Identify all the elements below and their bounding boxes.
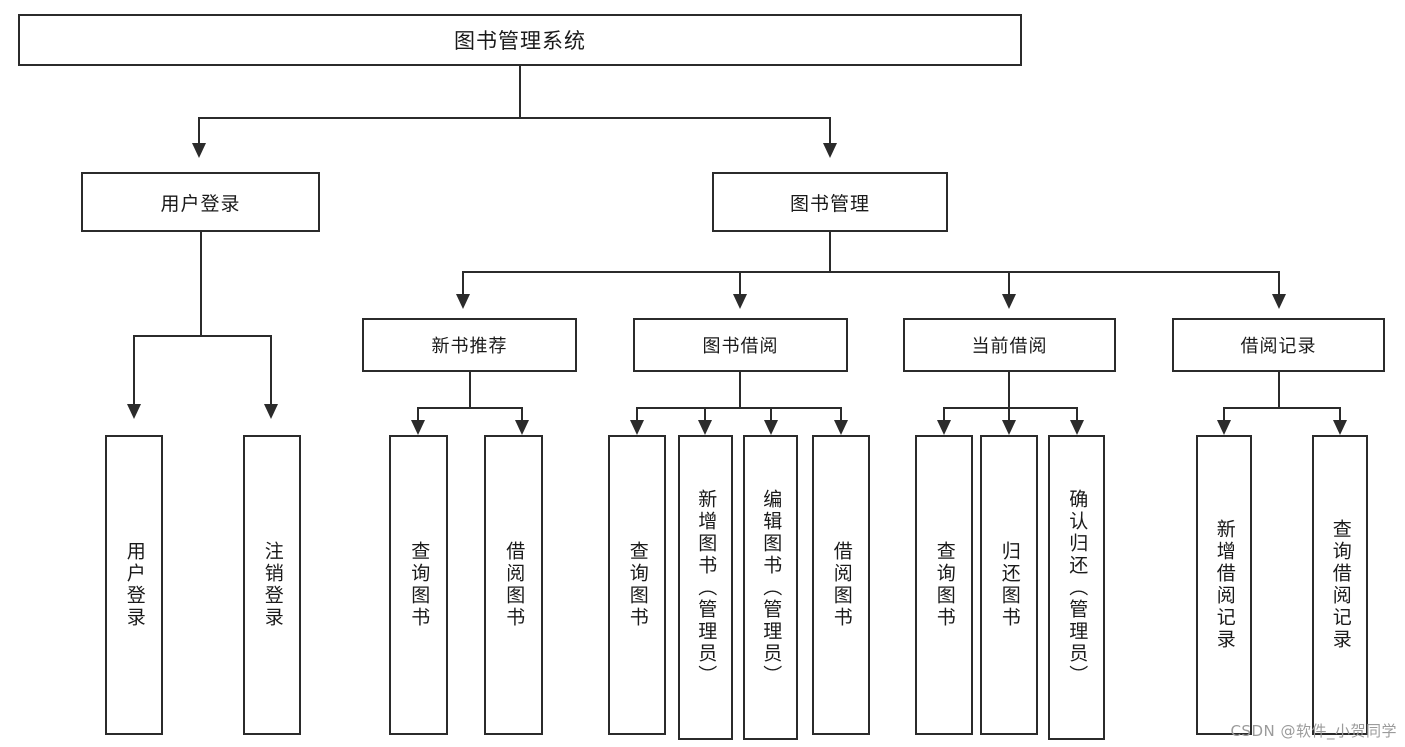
leaf-label: 查询图书 <box>933 541 956 629</box>
connector-br-to-leaf-2 <box>1339 407 1341 421</box>
arrowhead-nbr-leaf-2 <box>515 420 529 435</box>
leaf-label: 编辑图书（管理员） <box>760 488 783 687</box>
arrowhead-book-management <box>823 143 837 158</box>
leaf-label: 用户登录 <box>123 541 146 629</box>
arrowhead-cb-leaf-2 <box>1002 420 1016 435</box>
connector-cb-bus <box>943 407 1077 409</box>
connector-root-stem <box>519 66 521 118</box>
leaf-bb-edit-book-admin[interactable]: 编辑图书（管理员） <box>743 435 798 740</box>
arrowhead-cb-leaf-1 <box>937 420 951 435</box>
watermark-text: CSDN @软件_小贺同学 <box>1230 722 1397 740</box>
arrowhead-user-login <box>192 143 206 158</box>
leaf-bb-query-book[interactable]: 查询图书 <box>608 435 666 735</box>
connector-bm-to-borrow-record <box>1278 271 1280 295</box>
node-label: 图书管理系统 <box>454 29 586 53</box>
leaf-logout[interactable]: 注销登录 <box>243 435 301 735</box>
leaf-label: 查询借阅记录 <box>1329 519 1352 651</box>
arrowhead-bb-leaf-1 <box>630 420 644 435</box>
node-new-book-recommend[interactable]: 新书推荐 <box>362 318 577 372</box>
connector-root-bus <box>198 117 831 119</box>
leaf-bb-add-book-admin[interactable]: 新增图书（管理员） <box>678 435 733 740</box>
node-user-login[interactable]: 用户登录 <box>81 172 320 232</box>
connector-user-login-to-leaf-2 <box>270 335 272 405</box>
connector-bb-to-leaf-3 <box>770 407 772 421</box>
node-current-borrow[interactable]: 当前借阅 <box>903 318 1116 372</box>
leaf-bb-borrow-book[interactable]: 借阅图书 <box>812 435 870 735</box>
arrowhead-bb-leaf-2 <box>698 420 712 435</box>
node-label: 借阅记录 <box>1240 336 1317 357</box>
arrowhead-cb-leaf-3 <box>1070 420 1084 435</box>
leaf-label: 注销登录 <box>261 541 284 629</box>
connector-book-management-stem <box>829 232 831 272</box>
connector-nbr-stem <box>469 372 471 408</box>
node-label: 图书借阅 <box>702 336 779 357</box>
leaf-label: 归还图书 <box>998 541 1021 629</box>
connector-br-stem <box>1278 372 1280 408</box>
leaf-label: 借阅图书 <box>830 541 853 629</box>
connector-cb-stem <box>1008 372 1010 408</box>
connector-cb-to-leaf-2 <box>1008 407 1010 421</box>
node-root-book-management-system[interactable]: 图书管理系统 <box>18 14 1022 66</box>
leaf-nbr-borrow-book[interactable]: 借阅图书 <box>484 435 543 735</box>
arrowhead-nbr-leaf-1 <box>411 420 425 435</box>
connector-br-to-leaf-1 <box>1223 407 1225 421</box>
leaf-br-query-record[interactable]: 查询借阅记录 <box>1312 435 1368 735</box>
arrowhead-br-leaf-2 <box>1333 420 1347 435</box>
node-label: 当前借阅 <box>971 336 1048 357</box>
leaf-cb-confirm-return-admin[interactable]: 确认归还（管理员） <box>1048 435 1105 740</box>
connector-cb-to-leaf-1 <box>943 407 945 421</box>
arrowhead-bb-leaf-4 <box>834 420 848 435</box>
connector-bb-to-leaf-4 <box>840 407 842 421</box>
leaf-cb-return-book[interactable]: 归还图书 <box>980 435 1038 735</box>
node-book-borrow[interactable]: 图书借阅 <box>633 318 848 372</box>
connector-bb-bus <box>636 407 841 409</box>
leaf-cb-query-book[interactable]: 查询图书 <box>915 435 973 735</box>
connector-book-management-bus <box>462 271 1280 273</box>
arrowhead-br-leaf-1 <box>1217 420 1231 435</box>
node-label: 新书推荐 <box>431 336 508 357</box>
connector-bb-stem <box>739 372 741 408</box>
connector-nbr-bus <box>417 407 522 409</box>
arrowhead-leaf-logout <box>264 404 278 419</box>
arrowhead-bb-leaf-3 <box>764 420 778 435</box>
arrowhead-book-borrow <box>733 294 747 309</box>
connector-user-login-bus <box>133 335 271 337</box>
connector-root-to-user-login <box>198 117 200 144</box>
leaf-label: 查询图书 <box>626 541 649 629</box>
leaf-label: 借阅图书 <box>503 541 526 629</box>
arrowhead-new-book-recommend <box>456 294 470 309</box>
leaf-label: 新增借阅记录 <box>1213 519 1236 651</box>
node-label: 用户登录 <box>160 192 241 215</box>
connector-root-to-book-management <box>829 117 831 144</box>
connector-bm-to-new-book <box>462 271 464 295</box>
node-borrow-record[interactable]: 借阅记录 <box>1172 318 1385 372</box>
connector-user-login-to-leaf-1 <box>133 335 135 405</box>
connector-bm-to-current-borrow <box>1008 271 1010 295</box>
connector-user-login-stem <box>200 232 202 336</box>
leaf-label: 新增图书（管理员） <box>695 488 718 687</box>
node-label: 图书管理 <box>789 192 870 215</box>
leaf-label: 确认归还（管理员） <box>1066 488 1089 687</box>
connector-bm-to-book-borrow <box>739 271 741 295</box>
leaf-nbr-query-book[interactable]: 查询图书 <box>389 435 448 735</box>
arrowhead-borrow-record <box>1272 294 1286 309</box>
arrowhead-leaf-user-login <box>127 404 141 419</box>
leaf-br-add-record[interactable]: 新增借阅记录 <box>1196 435 1252 735</box>
node-book-management[interactable]: 图书管理 <box>712 172 948 232</box>
leaf-label: 查询图书 <box>408 541 431 629</box>
connector-bb-to-leaf-1 <box>636 407 638 421</box>
leaf-user-login[interactable]: 用户登录 <box>105 435 163 735</box>
arrowhead-current-borrow <box>1002 294 1016 309</box>
connector-nbr-to-leaf-2 <box>521 407 523 421</box>
connector-nbr-to-leaf-1 <box>417 407 419 421</box>
connector-br-bus <box>1223 407 1340 409</box>
connector-cb-to-leaf-3 <box>1076 407 1078 421</box>
connector-bb-to-leaf-2 <box>704 407 706 421</box>
